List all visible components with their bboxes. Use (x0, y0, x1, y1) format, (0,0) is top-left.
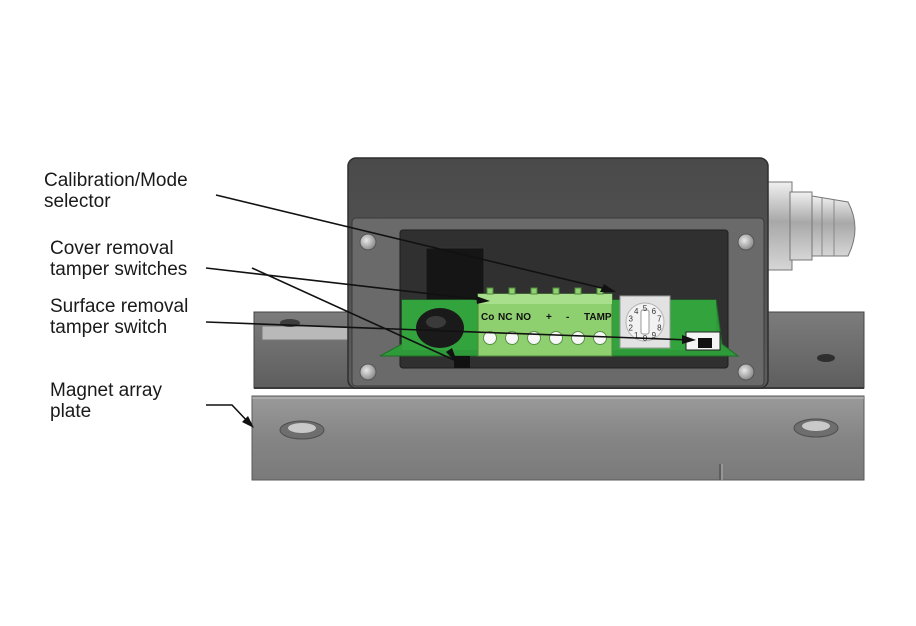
terminal-screw-icon (483, 331, 497, 345)
arrowhead-icon (682, 335, 696, 344)
terminal-label-no: NO (516, 312, 531, 323)
selector-digit: 5 (643, 304, 648, 313)
housing-screw-icon (737, 363, 755, 381)
terminal-label-nc: NC (498, 312, 512, 323)
callout-calibration-mode-selector: Calibration/Mode selector (44, 170, 188, 212)
leader-line-surface-tamper (205, 321, 691, 341)
selector-digit: 4 (634, 307, 639, 316)
terminal-block: Co NC NO + - TAMP (477, 287, 613, 357)
selector-digit: 9 (652, 331, 657, 340)
selector-digit: 3 (628, 314, 633, 323)
callout-surface-removal-tamper-switch: Surface removal tamper switch (50, 296, 189, 338)
callout-magnet-array-plate: Magnet array plate (50, 380, 162, 422)
leader-arrowheads (242, 284, 696, 428)
callout-cover-removal-tamper-switches: Cover removal tamper switches (50, 238, 188, 280)
terminal-ridge (574, 287, 582, 295)
cable-gland (765, 181, 856, 271)
terminal-label-co: Co (481, 312, 494, 323)
selector-digit: 7 (657, 314, 662, 323)
selector-digit: 1 (634, 331, 639, 340)
arrowhead-icon (446, 348, 458, 364)
terminal-screws (483, 287, 607, 345)
housing-screw-icon (737, 233, 755, 251)
cover-tamper-plunger (416, 308, 470, 368)
arrowhead-icon (242, 416, 254, 428)
leader-line-cover-tamper-b (251, 267, 455, 361)
terminal-screw-icon (549, 331, 563, 345)
terminal-screw-icon (505, 331, 519, 345)
terminal-label-plus: + (546, 312, 552, 323)
arrowhead-icon (600, 284, 616, 292)
terminal-screw-icon (593, 331, 607, 345)
selector-digit: 6 (652, 307, 657, 316)
terminal-label-minus: - (566, 312, 569, 323)
terminal-ridge (552, 287, 560, 295)
terminal-ridge (486, 287, 494, 295)
terminal-ridge (530, 287, 538, 295)
leader-line-cover-tamper-a (205, 267, 485, 301)
terminal-screw-icon (571, 331, 585, 345)
magnet-array-plate (251, 395, 865, 481)
leader-line-magnet-plate (206, 404, 251, 425)
selector-digit: 2 (628, 324, 633, 333)
housing-screw-icon (359, 233, 377, 251)
leader-line-calibration (215, 194, 611, 291)
terminal-ridge (508, 287, 516, 295)
selector-digit: 8 (657, 324, 662, 333)
terminal-label-tamp: TAMP (584, 312, 612, 323)
arrowhead-icon (476, 296, 490, 304)
housing-screw-icon (359, 363, 377, 381)
leader-lines (205, 194, 691, 425)
